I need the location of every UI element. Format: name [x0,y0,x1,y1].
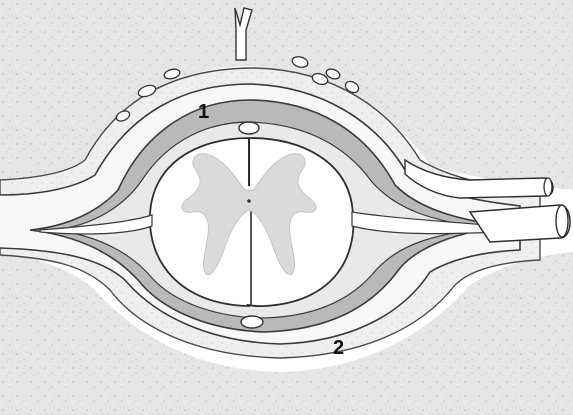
central-canal [247,199,251,203]
callout-label-2: 2 [333,337,344,359]
nerve-root-cut-end [556,205,568,237]
anterior-spinal-vessel [241,316,263,328]
posterior-spinal-vessel [239,122,259,134]
branch-vessel-cut-end [544,178,552,196]
callout-label-1: 1 [198,101,209,123]
